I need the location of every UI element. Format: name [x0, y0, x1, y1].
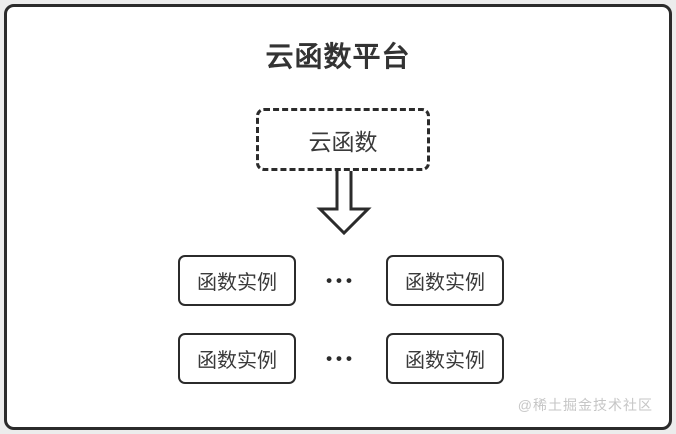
- instance-label: 函数实例: [405, 272, 485, 294]
- instance-box: 函数实例: [386, 255, 504, 306]
- diagram-title: 云函数平台: [265, 41, 411, 72]
- instance-label: 函数实例: [197, 272, 277, 294]
- ellipsis-separator: •••: [326, 349, 356, 368]
- cloud-function-box: 云函数: [256, 108, 430, 171]
- instance-box: 函数实例: [178, 333, 296, 384]
- instance-label: 函数实例: [405, 350, 485, 372]
- down-arrow-icon: [316, 171, 372, 236]
- cloud-function-label: 云函数: [308, 128, 378, 155]
- diagram-card: 云函数平台 云函数 函数实例 ••• 函数实例 函数实例 ••• 函数实例 @稀…: [4, 4, 672, 430]
- ellipsis-separator: •••: [326, 271, 356, 290]
- instance-box: 函数实例: [386, 333, 504, 384]
- instance-label: 函数实例: [197, 350, 277, 372]
- watermark: @稀土掘金技术社区: [517, 397, 653, 413]
- instance-box: 函数实例: [178, 255, 296, 306]
